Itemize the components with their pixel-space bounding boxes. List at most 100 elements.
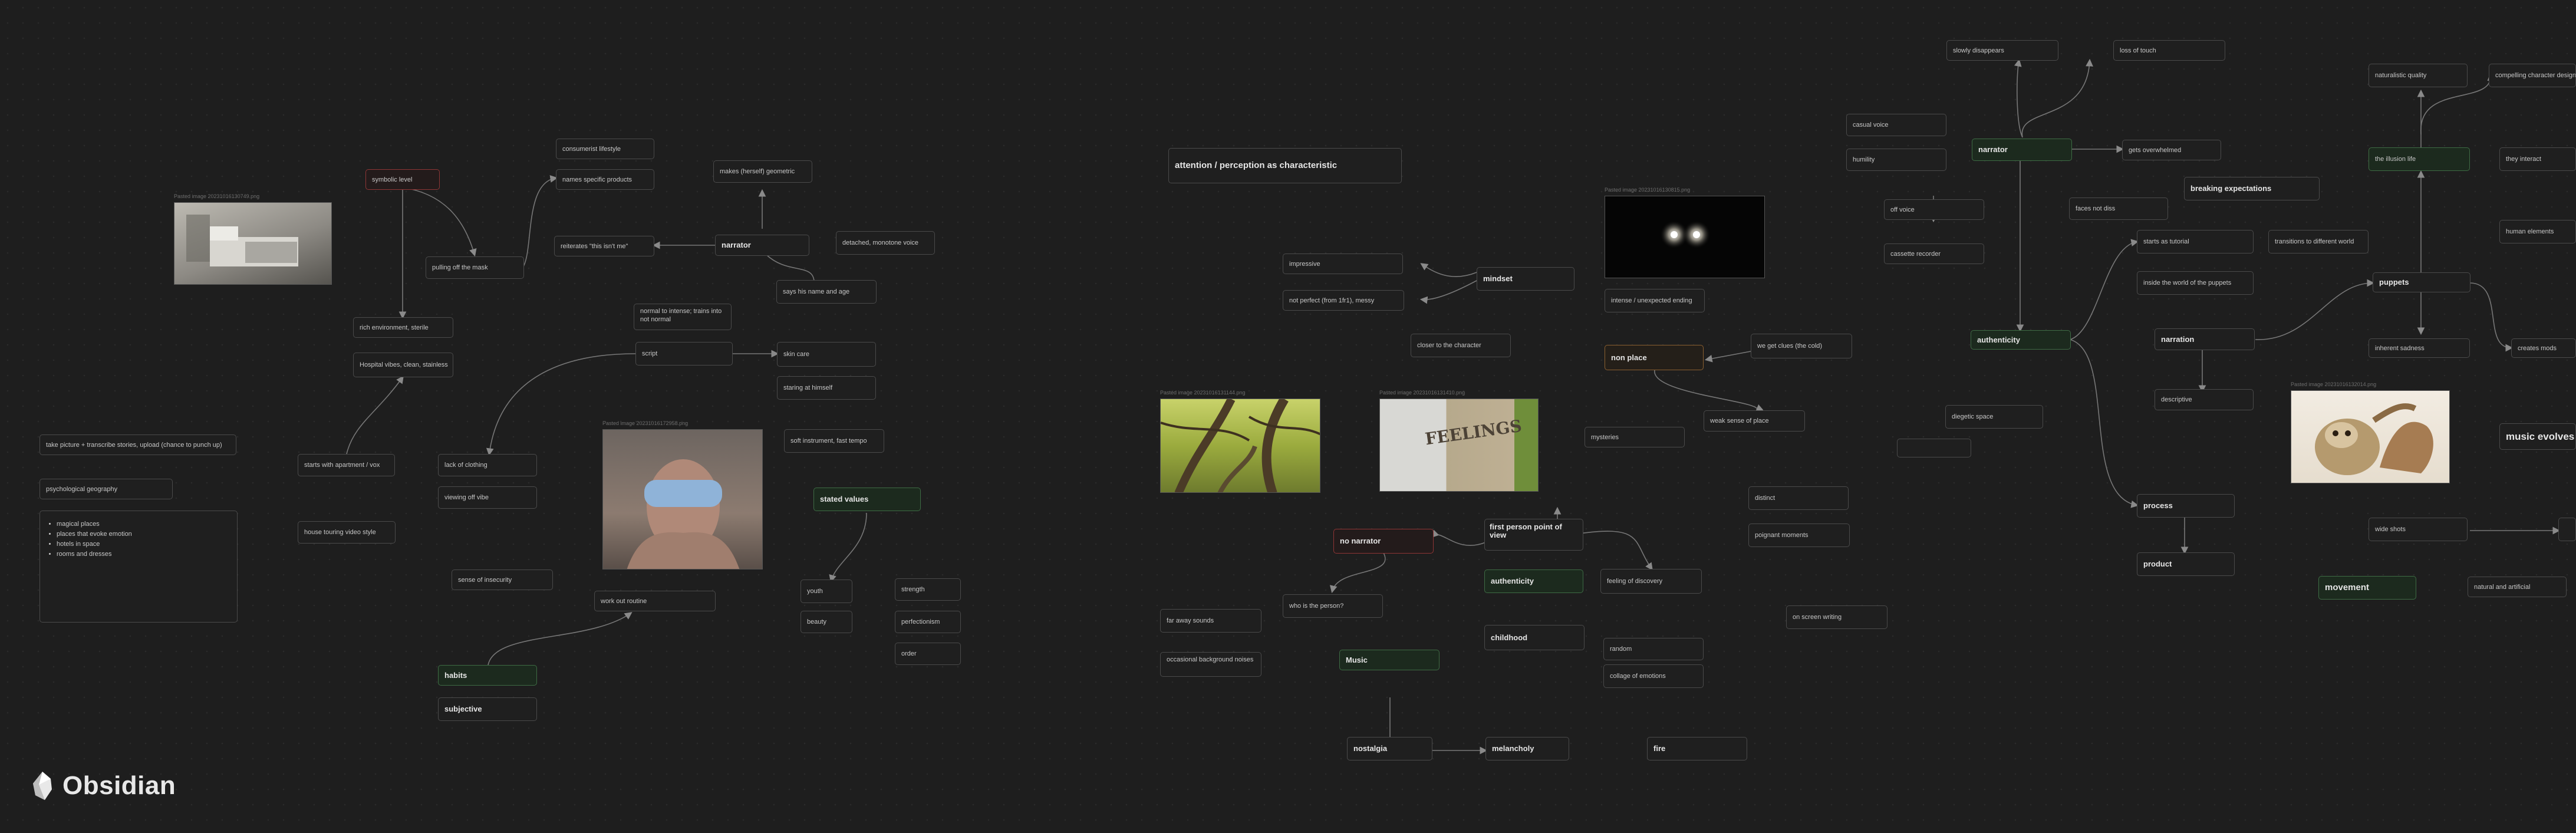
node-symbolic-level[interactable]: symbolic level: [365, 169, 440, 190]
node-sense-insecurity[interactable]: sense of insecurity: [452, 569, 553, 590]
image-tunnel-lights[interactable]: [1605, 196, 1765, 278]
image-feelings[interactable]: FEELINGS: [1379, 399, 1539, 492]
node-take-picture[interactable]: take picture + transcribe stories, uploa…: [39, 434, 236, 455]
node-music[interactable]: Music: [1339, 650, 1439, 670]
node-faces-not[interactable]: faces not diss: [2069, 197, 2168, 220]
node-movement[interactable]: movement: [2318, 576, 2416, 600]
node-they-interact[interactable]: they interact: [2499, 147, 2576, 171]
node-mindset[interactable]: mindset: [1477, 267, 1574, 291]
node-feeling-discovery[interactable]: feeling of discovery: [1600, 569, 1702, 594]
node-fire[interactable]: fire: [1647, 737, 1747, 760]
node-script[interactable]: script: [635, 342, 733, 366]
node-detached-voice[interactable]: detached, monotone voice: [836, 231, 935, 255]
node-empty[interactable]: [1897, 439, 1971, 457]
node-says-name-age[interactable]: says his name and age: [776, 280, 877, 304]
node-first-person[interactable]: first person point of view: [1484, 519, 1583, 551]
node-psych-geography[interactable]: psychological geography: [39, 479, 173, 499]
node-attention-perception[interactable]: attention / perception as characteristic: [1168, 148, 1402, 183]
node-natural-artificial[interactable]: natural and artificial: [2468, 577, 2567, 597]
node-consumerist-lifestyle[interactable]: consumerist lifestyle: [556, 139, 654, 159]
node-mysteries[interactable]: mysteries: [1585, 427, 1685, 447]
node-rich-environment[interactable]: rich environment, sterile: [353, 317, 453, 338]
node-normal-intense[interactable]: normal to intense; trains into not norma…: [634, 304, 732, 330]
node-starts-tutorial[interactable]: starts as tutorial: [2137, 230, 2254, 253]
node-lack-clothing[interactable]: lack of clothing: [438, 454, 537, 476]
node-house-tour[interactable]: house touring video style: [298, 521, 396, 544]
image-face-mask[interactable]: [602, 429, 763, 569]
node-slowly-disappears[interactable]: slowly disappears: [1946, 40, 2058, 61]
node-off-voice[interactable]: off voice: [1884, 199, 1984, 220]
node-staring-himself[interactable]: staring at himself: [777, 376, 876, 400]
node-creates-mods[interactable]: creates mods: [2511, 338, 2576, 358]
node-narrator-right[interactable]: narrator: [1972, 139, 2072, 161]
node-human-elements[interactable]: human elements: [2499, 220, 2576, 243]
node-no-narrator[interactable]: no narrator: [1333, 529, 1434, 554]
node-cassette-recorder[interactable]: cassette recorder: [1884, 243, 1984, 264]
node-poignant[interactable]: poignant moments: [1748, 523, 1850, 547]
node-hospital-vibes[interactable]: Hospital vibes, clean, stainless: [353, 353, 453, 377]
node-collage[interactable]: collage of emotions: [1603, 664, 1704, 688]
node-compelling[interactable]: compelling character design: [2489, 64, 2576, 87]
node-narrator-left[interactable]: narrator: [715, 235, 809, 256]
node-melancholy[interactable]: melancholy: [1485, 737, 1569, 760]
node-stated-values[interactable]: stated values: [813, 488, 921, 511]
node-inside-world[interactable]: inside the world of the puppets: [2137, 271, 2254, 295]
node-puppets[interactable]: puppets: [2373, 272, 2470, 292]
node-non-place[interactable]: non place: [1605, 345, 1704, 370]
node-narration[interactable]: narration: [2155, 328, 2255, 350]
node-we-get-clues[interactable]: we get clues (the cold): [1751, 334, 1852, 358]
node-distinct[interactable]: distinct: [1748, 486, 1849, 510]
node-intense-ending[interactable]: intense / unexpected ending: [1605, 289, 1705, 312]
node-starts-apartment[interactable]: starts with apartment / vox: [298, 454, 395, 476]
node-occasional-background[interactable]: occasional background noises: [1160, 652, 1261, 677]
node-skin-care[interactable]: skin care: [777, 342, 876, 367]
node-pulling-off-mask[interactable]: pulling off the mask: [426, 256, 524, 279]
node-nostalgia[interactable]: nostalgia: [1347, 737, 1432, 760]
node-closer-character[interactable]: closer to the character: [1411, 334, 1511, 357]
node-order[interactable]: order: [895, 643, 961, 665]
node-authenticity-mid[interactable]: authenticity: [1484, 569, 1583, 593]
image-bedroom[interactable]: [174, 202, 332, 285]
node-youth[interactable]: youth: [801, 580, 852, 603]
node-who-person[interactable]: who is the person?: [1283, 594, 1383, 618]
node-weak-sense-place[interactable]: weak sense of place: [1704, 410, 1805, 432]
node-loss-touch[interactable]: loss of touch: [2113, 40, 2225, 61]
node-breaking-expectations[interactable]: breaking expectations: [2184, 177, 2320, 200]
node-music-evolves[interactable]: music evolves: [2499, 423, 2576, 450]
node-far-away-sounds[interactable]: far away sounds: [1160, 609, 1261, 633]
node-makes-herself-geometric[interactable]: makes (herself) geometric: [713, 160, 812, 183]
node-work-out-routine[interactable]: work out routine: [594, 591, 716, 611]
image-sloth-puppet[interactable]: [2291, 390, 2450, 483]
node-humility[interactable]: humility: [1846, 149, 1946, 171]
node-on-screen-writing[interactable]: on screen writing: [1786, 605, 1887, 629]
node-diegetic-space[interactable]: diegetic space: [1945, 405, 2043, 429]
node-not-perfect[interactable]: not perfect (from 1fr1), messy: [1283, 290, 1404, 311]
node-soft-instrument[interactable]: soft instrument, fast tempo: [784, 429, 884, 453]
node-places-list[interactable]: magical places places that evoke emotion…: [39, 511, 238, 623]
node-reiterates[interactable]: reiterates "this isn't me": [554, 236, 654, 256]
node-childhood[interactable]: childhood: [1484, 625, 1585, 650]
node-beauty[interactable]: beauty: [801, 611, 852, 633]
node-authenticity-right[interactable]: authenticity: [1971, 330, 2071, 350]
image-forest[interactable]: [1160, 399, 1320, 493]
node-product[interactable]: product: [2137, 552, 2235, 576]
node-habits[interactable]: habits: [438, 665, 537, 686]
node-illusion-life[interactable]: the illusion life: [2369, 147, 2470, 171]
node-strength[interactable]: strength: [895, 578, 961, 601]
node-offscreen-stub[interactable]: [2558, 518, 2576, 541]
node-random[interactable]: random: [1603, 638, 1704, 660]
node-gets-overwhelmed[interactable]: gets overwhelmed: [2122, 140, 2221, 160]
node-transitions-world[interactable]: transitions to different world: [2268, 230, 2369, 253]
node-wide-shots[interactable]: wide shots: [2369, 518, 2468, 541]
node-inherent-sadness[interactable]: inherent sadness: [2369, 338, 2470, 358]
node-subjective[interactable]: subjective: [438, 697, 537, 721]
node-names-specific-products[interactable]: names specific products: [556, 169, 654, 190]
node-process[interactable]: process: [2137, 494, 2235, 518]
node-perfectionism[interactable]: perfectionism: [895, 611, 961, 633]
node-casual-voice[interactable]: casual voice: [1846, 114, 1946, 136]
node-viewing-vibe[interactable]: viewing off vibe: [438, 486, 537, 509]
node-descriptive[interactable]: descriptive: [2155, 389, 2254, 410]
node-impressive[interactable]: impressive: [1283, 253, 1403, 274]
node-naturalistic[interactable]: naturalistic quality: [2369, 64, 2468, 87]
